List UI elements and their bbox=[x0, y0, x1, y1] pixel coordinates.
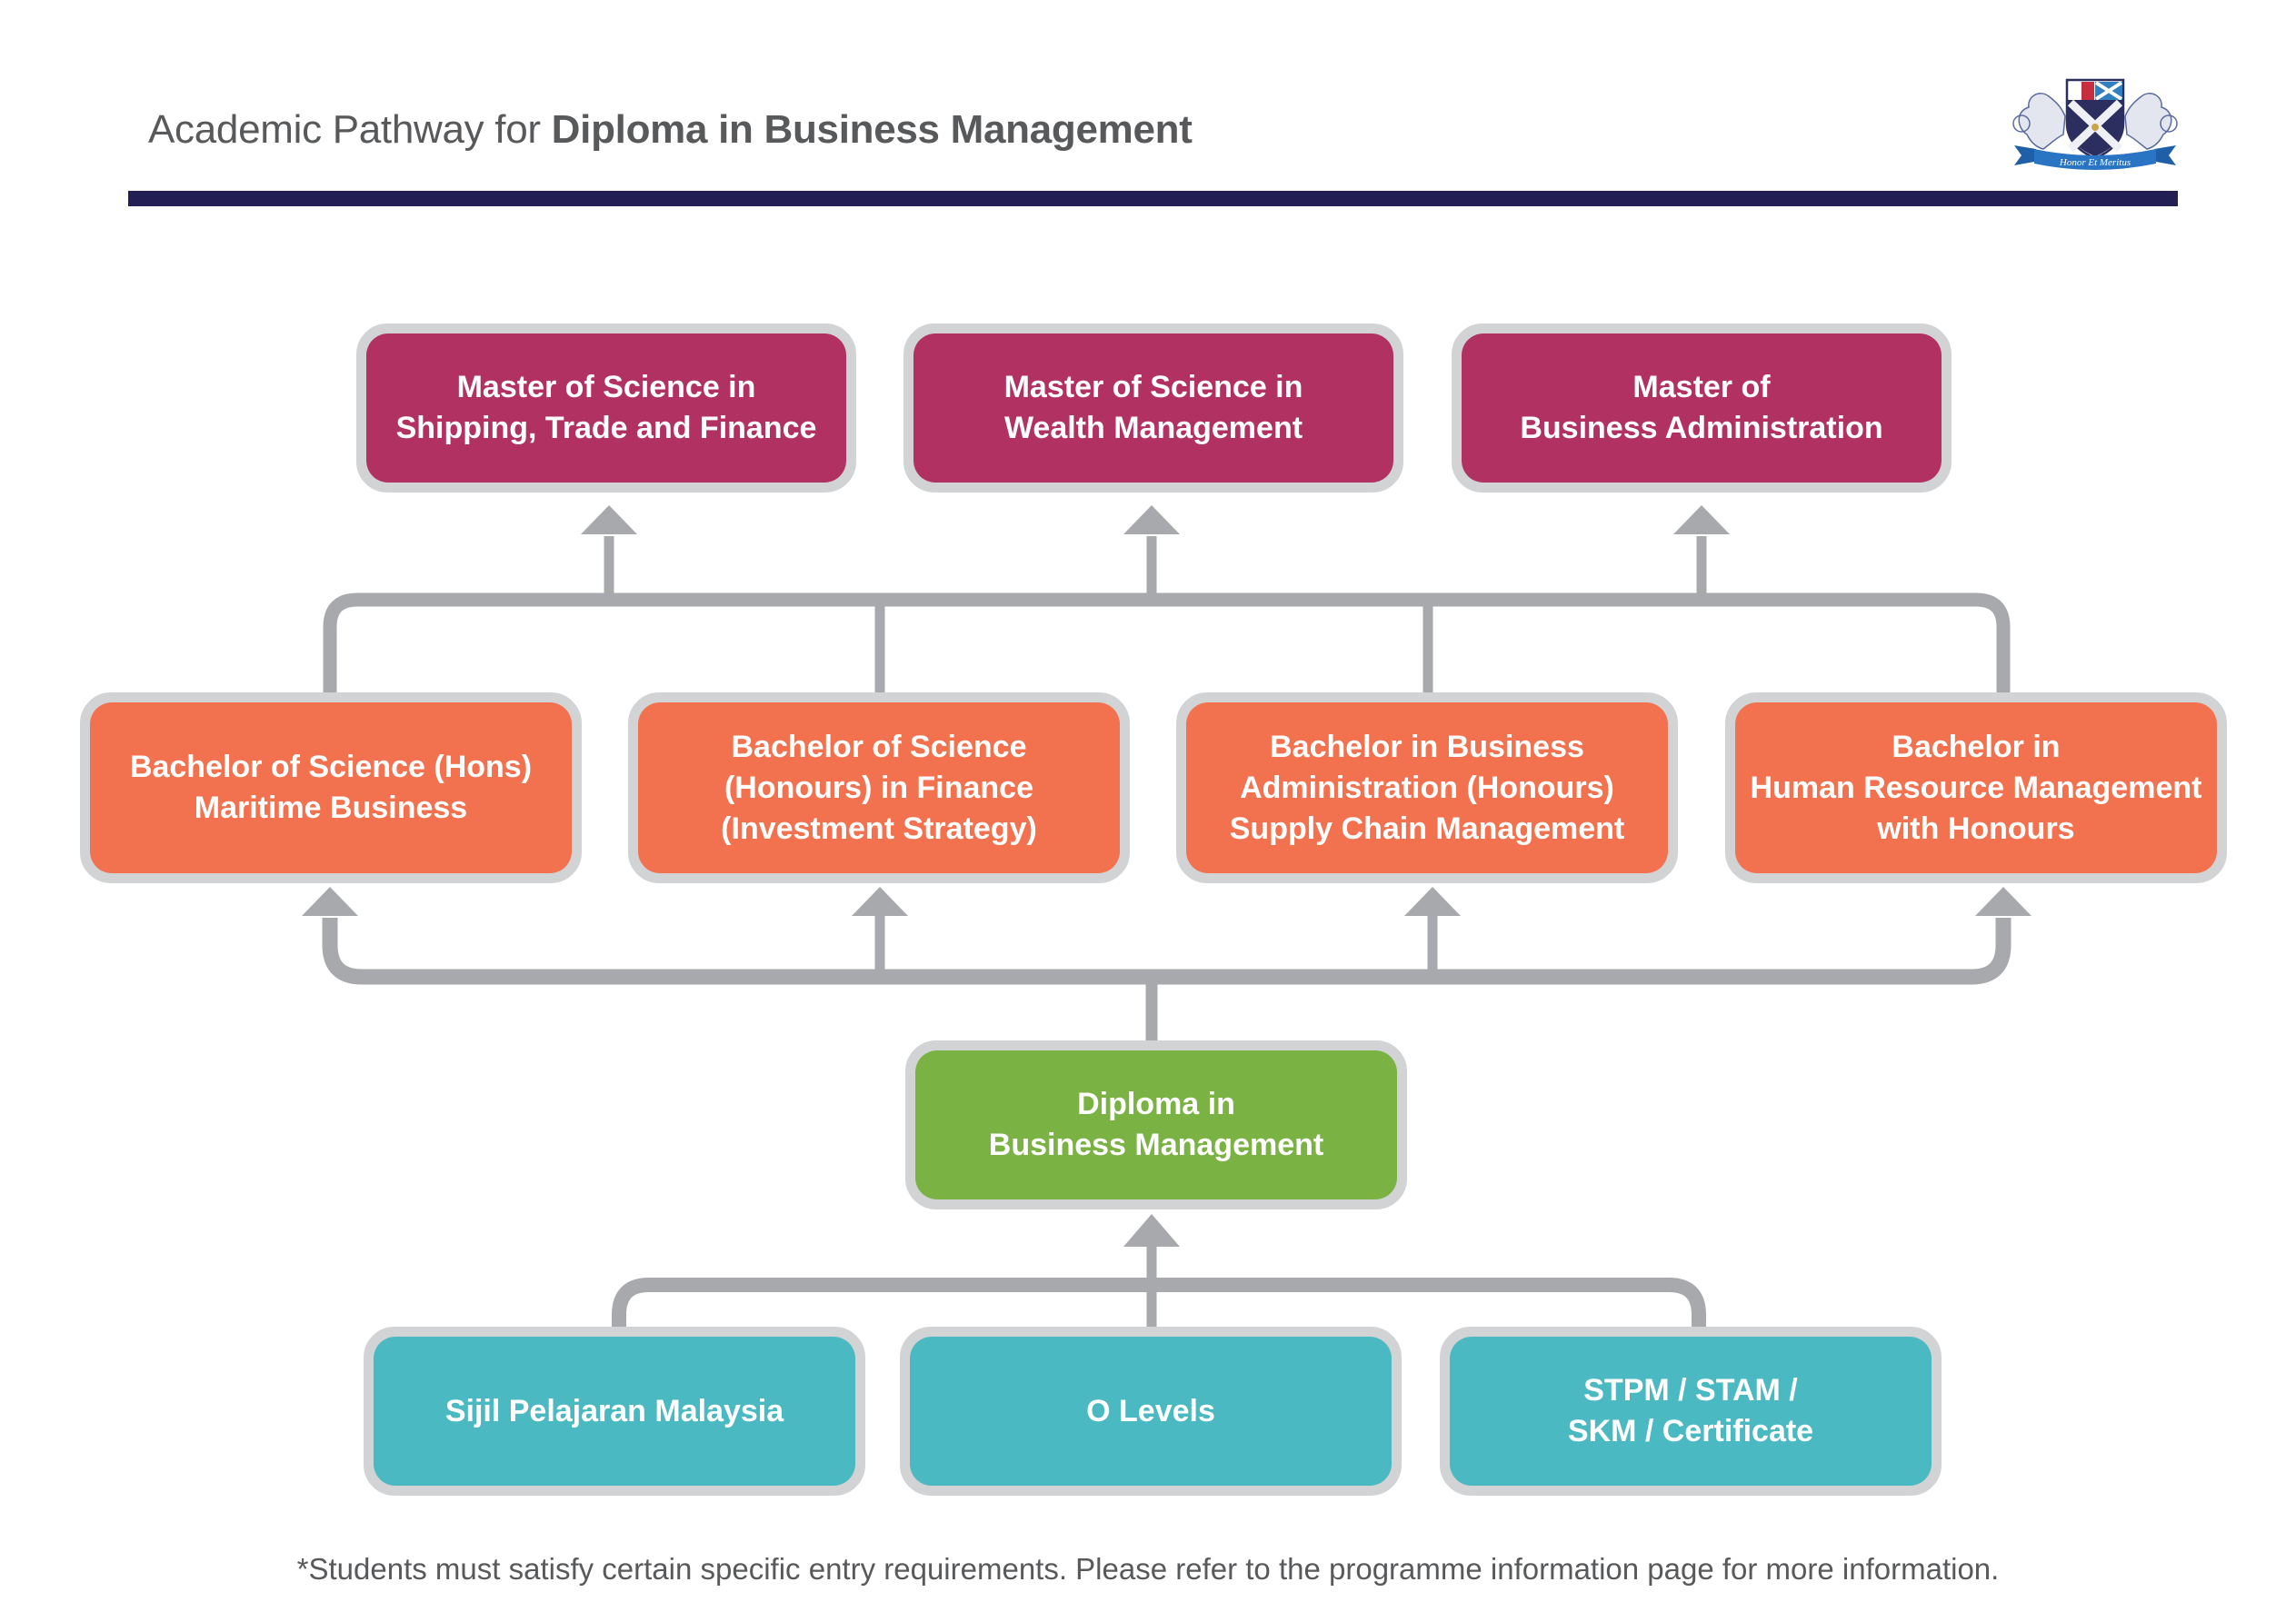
lion-left-icon bbox=[2012, 93, 2066, 150]
entry-qualification-box[interactable]: STPM / STAM / SKM / Certificate bbox=[1440, 1327, 1942, 1496]
bachelor-programme-box[interactable]: Bachelor in Human Resource Management wi… bbox=[1725, 692, 2227, 883]
master-programme-box[interactable]: Master of Science in Shipping, Trade and… bbox=[356, 323, 856, 493]
arrow-head-master-3 bbox=[1673, 505, 1730, 534]
connector-entry-to-diploma bbox=[612, 1278, 1706, 1328]
motto-banner-icon: Honor Et Meritus bbox=[2014, 145, 2176, 170]
entry-requirements-footnote: *Students must satisfy certain specific … bbox=[296, 1552, 2000, 1586]
page-title: Academic Pathway for Diploma in Business… bbox=[148, 107, 1193, 153]
entry-qualification-box[interactable]: O Levels bbox=[900, 1327, 1402, 1496]
arrow-head-bachelor-3 bbox=[1404, 887, 1461, 916]
bachelor-programme-box[interactable]: Bachelor of Science (Honours) in Finance… bbox=[628, 692, 1130, 883]
entry-qualification-box[interactable]: Sijil Pelajaran Malaysia bbox=[364, 1327, 865, 1496]
title-prefix: Academic Pathway for bbox=[148, 107, 552, 152]
entry-qualification-label: Sijil Pelajaran Malaysia bbox=[444, 1393, 784, 1428]
master-programme-box[interactable]: Master of Business Administration bbox=[1452, 323, 1952, 493]
bachelor-programme-box[interactable]: Bachelor in Business Administration (Hon… bbox=[1176, 692, 1678, 883]
connector-diploma-to-bachelors bbox=[322, 918, 2011, 985]
arrow-head-bachelor-2 bbox=[852, 887, 908, 916]
entry-qualification-label: STPM / STAM / SKM / Certificate bbox=[1567, 1373, 1814, 1448]
lion-right-icon bbox=[2124, 93, 2178, 150]
shield-icon bbox=[2065, 78, 2125, 160]
entry-qualification-label: O Levels bbox=[1086, 1393, 1215, 1428]
master-programme-box[interactable]: Master of Science in Wealth Management bbox=[903, 323, 1403, 493]
bachelor-programme-label: Bachelor of Science (Hons) Maritime Busi… bbox=[129, 750, 533, 825]
bachelor-programme-label: Bachelor in Business Administration (Hon… bbox=[1229, 729, 1625, 846]
arrow-head-diploma bbox=[1123, 1214, 1180, 1247]
master-programme-label: Master of Business Administration bbox=[1520, 370, 1883, 445]
motto-text: Honor Et Meritus bbox=[2059, 157, 2131, 168]
diploma-programme-box[interactable]: Diploma in Business Management bbox=[905, 1040, 1407, 1209]
master-programme-label: Master of Science in Wealth Management bbox=[1003, 370, 1303, 445]
bachelor-programme-label: Bachelor in Human Resource Management wi… bbox=[1750, 729, 2202, 846]
arrow-head-bachelor-4 bbox=[1975, 887, 2031, 916]
arrow-head-master-2 bbox=[1123, 505, 1180, 534]
title-programme: Diploma in Business Management bbox=[551, 107, 1193, 152]
connector-bachelors-to-masters bbox=[323, 592, 2011, 692]
crest-logo-icon: Honor Et Meritus bbox=[2009, 71, 2181, 175]
bachelor-programme-label: Bachelor of Science (Honours) in Finance… bbox=[721, 729, 1037, 846]
arrow-head-bachelor-1 bbox=[302, 887, 358, 916]
arrow-head-master-1 bbox=[581, 505, 637, 534]
bachelor-programme-box[interactable]: Bachelor of Science (Hons) Maritime Busi… bbox=[80, 692, 582, 883]
master-programme-label: Master of Science in Shipping, Trade and… bbox=[395, 370, 817, 445]
diploma-programme-label: Diploma in Business Management bbox=[988, 1087, 1324, 1162]
header-rule bbox=[128, 191, 2178, 206]
